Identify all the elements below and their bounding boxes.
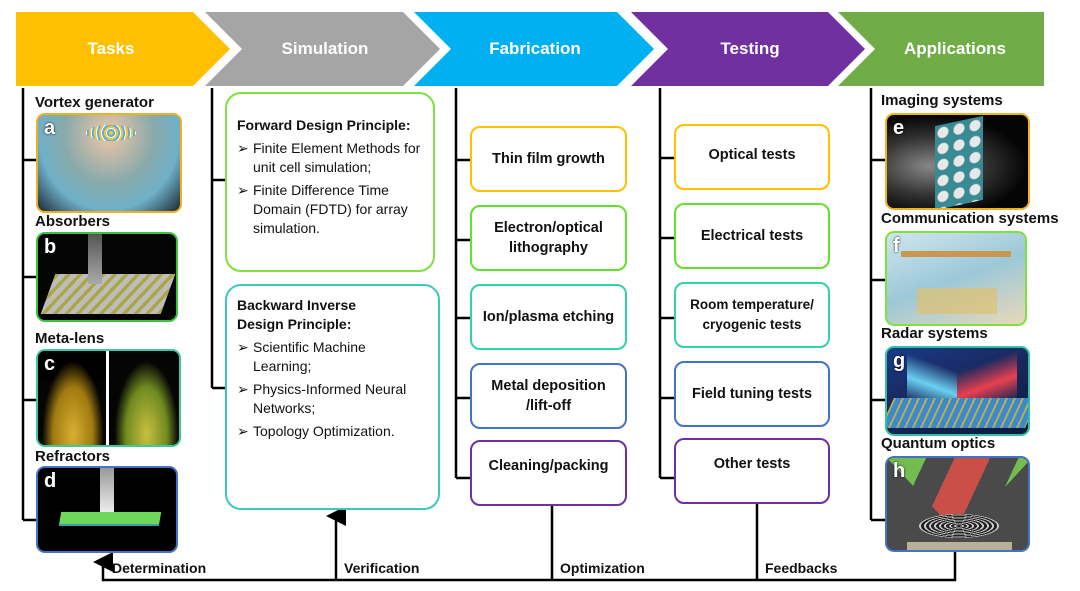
task-title-refractors: Refractors: [35, 448, 111, 465]
backward-design-title: Backward Inverse Design Principle:: [237, 297, 357, 332]
bullet-arrow-icon: ➢: [237, 339, 249, 355]
application-title-communication: Communication systems: [881, 210, 1059, 227]
panel-letter: c: [44, 353, 56, 375]
bullet-arrow-icon: ➢: [237, 423, 249, 439]
loop-label-verification: Verification: [344, 560, 420, 576]
backward-design-item: ➢ Topology Optimization.: [237, 423, 395, 439]
application-image-quantum: h: [885, 456, 1030, 552]
testing-step-field-tuning: Field tuning tests: [674, 361, 830, 427]
forward-design-box: Forward Design Principle: ➢ Finite Eleme…: [225, 92, 435, 272]
stage-label-testing: Testing: [720, 39, 780, 58]
application-image-radar: g: [885, 346, 1030, 436]
task-title-absorbers: Absorbers: [35, 213, 111, 230]
incident-beam-graphic: [88, 234, 102, 284]
backward-design-box: Backward Inverse Design Principle: ➢ Sci…: [225, 284, 440, 510]
testing-step-optical: Optical tests: [674, 124, 830, 190]
application-image-imaging: e: [885, 113, 1030, 210]
fabrication-step-thin-film-growth: Thin film growth: [470, 126, 627, 192]
refractor-plate-graphic: [58, 512, 162, 526]
chevron-tasks: [16, 12, 230, 86]
panel-letter: f: [893, 235, 900, 257]
testing-step-other: Other tests: [674, 438, 830, 504]
panel-letter: e: [893, 117, 905, 139]
bullseye-grating-graphic: [919, 514, 999, 538]
application-title-imaging: Imaging systems: [881, 92, 1003, 109]
panel-letter: g: [893, 350, 906, 372]
panel-letter: a: [44, 117, 56, 139]
stage-label-tasks: Tasks: [87, 39, 135, 58]
stage-label-applications: Applications: [903, 39, 1006, 58]
backward-design-item: ➢ Scientific Machine Learning;: [237, 339, 366, 374]
stage-label-fabrication: Fabrication: [489, 39, 581, 58]
stage-label-simulation: Simulation: [281, 39, 369, 58]
chevron-testing: [631, 12, 865, 86]
backward-design-item: ➢ Physics-Informed Neural Networks;: [237, 381, 407, 416]
lens-array-graphic: [935, 115, 983, 208]
application-title-radar: Radar systems: [881, 325, 988, 342]
fabrication-step-lithography: Electron/optical lithography: [470, 205, 627, 271]
absorber-array-graphic: [40, 274, 176, 314]
loop-label-optimization: Optimization: [560, 560, 645, 576]
chevron-fabrication: [414, 12, 654, 86]
application-image-communication: f: [885, 231, 1027, 326]
metasurface-chip-graphic: [887, 398, 1028, 428]
task-title-meta-lens: Meta-lens: [35, 330, 105, 347]
loop-label-determination: Determination: [112, 560, 207, 576]
task-image-vortex-generator: a: [36, 113, 182, 213]
spiral-phase-plate-graphic: [86, 125, 136, 141]
task-image-meta-lens: c: [36, 349, 181, 447]
stage-header: [16, 12, 1044, 86]
testing-step-temperature: Room temperature/ cryogenic tests: [674, 282, 830, 348]
panel-letter: d: [44, 470, 57, 492]
bullet-arrow-icon: ➢: [237, 182, 249, 198]
forward-design-title: Forward Design Principle:: [237, 117, 411, 133]
task-image-refractors: d: [36, 466, 178, 553]
task-image-absorbers: b: [36, 232, 178, 322]
task-title-vortex-generator: Vortex generator: [35, 94, 154, 111]
panel-letter: h: [893, 460, 906, 482]
loop-label-feedbacks: Feedbacks: [765, 560, 838, 576]
incident-beam-graphic: [100, 468, 114, 513]
room-floor-graphic: [901, 251, 1011, 257]
bullet-arrow-icon: ➢: [237, 140, 249, 156]
substrate-graphic: [907, 542, 1012, 550]
fabrication-step-etching: Ion/plasma etching: [470, 284, 627, 350]
meta-lens-left-graphic: [38, 351, 108, 445]
meta-lens-right-graphic: [110, 351, 179, 445]
chevron-simulation: [205, 12, 440, 86]
forward-design-item: ➢ Finite Difference Time Domain (FDTD) f…: [237, 182, 408, 236]
forward-design-item: ➢ Finite Element Methods for unit cell s…: [237, 140, 421, 175]
bullet-arrow-icon: ➢: [237, 381, 249, 397]
fabrication-step-cleaning-packing: Cleaning/packing: [470, 440, 627, 506]
fabrication-step-metal-deposition: Metal deposition /lift-off: [470, 363, 627, 429]
panel-letter: b: [44, 236, 57, 258]
panel-divider: [106, 351, 109, 445]
testing-step-electrical: Electrical tests: [674, 203, 830, 269]
room-furniture-graphic: [917, 288, 997, 314]
application-title-quantum: Quantum optics: [881, 435, 996, 452]
chevron-applications: [838, 12, 1044, 86]
